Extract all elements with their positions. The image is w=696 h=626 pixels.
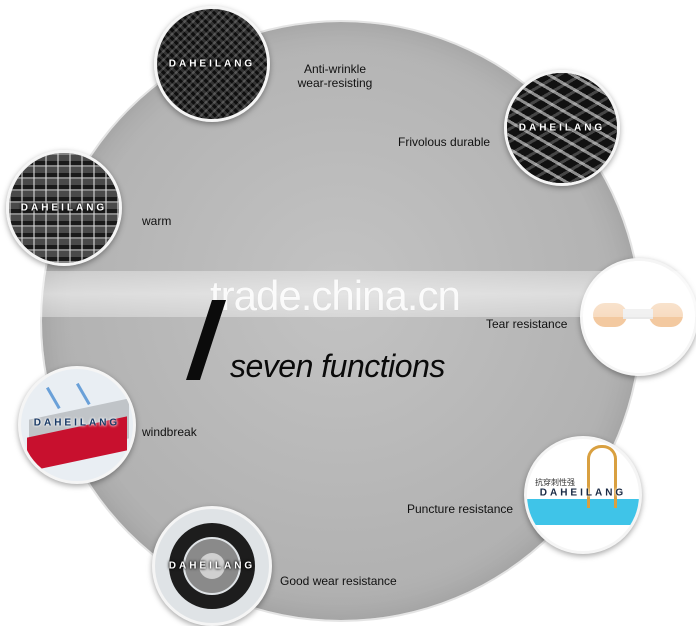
- label-anti-wrinkle-line2: wear-resisting: [297, 76, 373, 90]
- slash-icon: [186, 300, 226, 380]
- brand-logo: DAHEILANG: [168, 58, 256, 70]
- brand-logo: DAHEILANG: [168, 560, 256, 572]
- feature-windbreak-circle: DAHEILANG: [18, 366, 136, 484]
- feature-puncture-resistance-circle: 抗穿刺性强 DAHEILANG: [524, 436, 642, 554]
- watermark-band: [0, 271, 696, 317]
- feature-good-wear-resistance-circle: DAHEILANG: [152, 506, 272, 626]
- fabric-houndstooth-icon: [157, 9, 267, 119]
- label-warm: warm: [142, 214, 172, 228]
- feature-warm-circle: DAHEILANG: [6, 150, 122, 266]
- label-windbreak: windbreak: [142, 425, 197, 439]
- brand-logo: DAHEILANG: [518, 122, 606, 134]
- label-frivolous-durable: Frivolous durable: [398, 135, 491, 149]
- label-tear-resistance: Tear resistance: [486, 317, 568, 331]
- fabric-weave-icon: [507, 73, 617, 183]
- label-good-wear-resistance: Good wear resistance: [280, 574, 397, 588]
- chinese-caption: 抗穿刺性强: [535, 478, 575, 487]
- brand-logo: DAHEILANG: [33, 417, 121, 429]
- brand-logo: DAHEILANG: [539, 487, 627, 499]
- fabric-plaid-icon: [9, 153, 119, 263]
- tire-cross-section-icon: [155, 509, 269, 623]
- brand-logo: DAHEILANG: [20, 202, 108, 214]
- watermark-text: trade.china.cn: [210, 272, 461, 319]
- label-puncture-resistance: Puncture resistance: [407, 502, 514, 516]
- feature-frivolous-durable-circle: DAHEILANG: [504, 70, 620, 186]
- headline: seven functions: [230, 348, 445, 384]
- label-anti-wrinkle: Anti-wrinkle wear-resisting: [290, 62, 380, 90]
- feature-anti-wrinkle-circle: DAHEILANG: [154, 6, 270, 122]
- puncture-needle-icon: 抗穿刺性强: [527, 439, 639, 551]
- label-anti-wrinkle-line1: Anti-wrinkle: [303, 62, 366, 76]
